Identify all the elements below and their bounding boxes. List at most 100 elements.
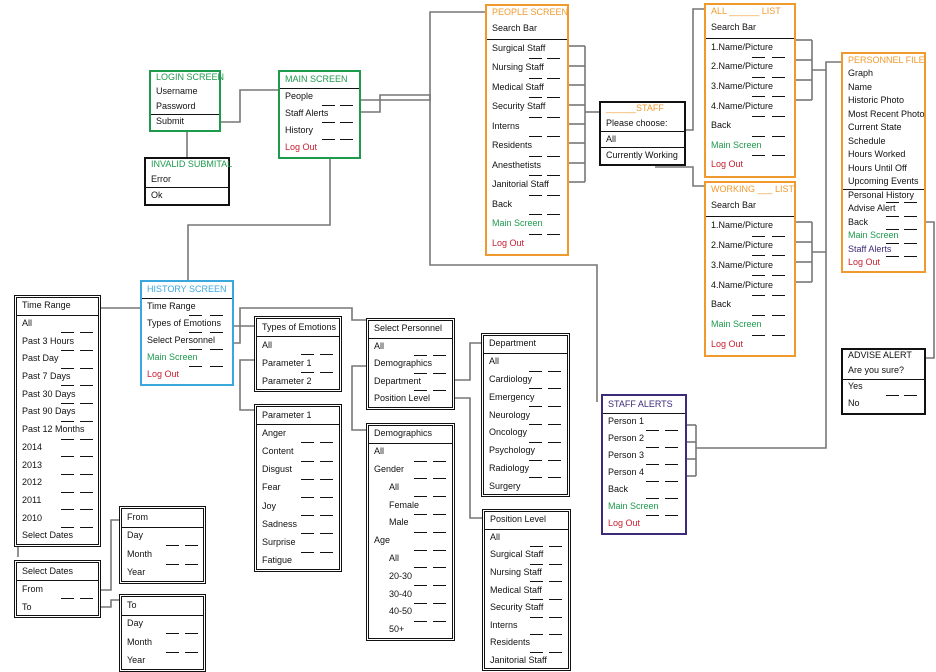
time-range-item[interactable]: Past 90 Days	[17, 404, 98, 422]
main-screen-item[interactable]: Staff Alerts	[280, 106, 359, 123]
working-list-item[interactable]: 1.Name/Picture	[706, 217, 794, 237]
time-range-item[interactable]: Past Day	[17, 351, 98, 369]
personnel-file-item[interactable]: Advise Alert	[843, 203, 924, 217]
working-list-item[interactable]: Log Out	[706, 336, 794, 356]
people-screen-item[interactable]: Surgical Staff	[487, 40, 567, 59]
time-range-item[interactable]: Past 30 Days	[17, 386, 98, 405]
position-level-item[interactable]: Surgical Staff	[485, 547, 568, 565]
login-screen-item[interactable]: Username	[151, 85, 219, 100]
people-screen-item[interactable]: Interns	[487, 118, 567, 137]
people-screen-item[interactable]: Main Screen	[487, 215, 567, 235]
people-screen-item[interactable]: Search Bar	[487, 20, 567, 40]
department-item[interactable]: Emergency	[484, 389, 567, 408]
select-dates-item[interactable]: From	[17, 581, 98, 599]
invalid-submital-item[interactable]: Ok	[146, 188, 228, 204]
people-screen-item[interactable]: Residents	[487, 137, 567, 157]
personnel-file-item[interactable]: Upcoming Events	[843, 176, 924, 190]
people-screen-item[interactable]: Anesthetists	[487, 157, 567, 176]
department-item[interactable]: Surgery	[484, 478, 567, 496]
from-box-item[interactable]: From	[122, 509, 203, 528]
demographics-item[interactable]: All	[369, 551, 452, 569]
to-box-item[interactable]: To	[122, 597, 203, 616]
department-item[interactable]: Psychology	[484, 443, 567, 461]
all-list-item[interactable]: Search Bar	[706, 19, 794, 39]
time-range-item[interactable]: 2012	[17, 475, 98, 493]
demographics-item[interactable]: 40-50	[369, 604, 452, 622]
working-list-item[interactable]: 3.Name/Picture	[706, 256, 794, 277]
types-of-emotions-item[interactable]: All	[257, 337, 339, 355]
staff-alerts-item[interactable]: Back	[603, 482, 685, 499]
staff-alerts-item[interactable]: Person 4	[603, 465, 685, 482]
time-range-item[interactable]: Past 12 Months	[17, 422, 98, 440]
types-of-emotions-item[interactable]: Parameter 2	[257, 373, 339, 391]
time-range-item[interactable]: Select Dates	[17, 528, 98, 546]
all-list-item[interactable]: 3.Name/Picture	[706, 78, 794, 98]
select-dates-item[interactable]: Select Dates	[17, 563, 98, 581]
history-screen-item[interactable]: Select Personnel	[142, 333, 232, 350]
demographics-item[interactable]: 30-40	[369, 586, 452, 604]
all-list-item[interactable]: Back	[706, 117, 794, 137]
history-screen-item[interactable]: Main Screen	[142, 350, 232, 367]
demographics-item[interactable]: Demographics	[369, 426, 452, 444]
parameter-1-item[interactable]: Joy	[257, 498, 339, 517]
staff-alerts-item[interactable]: Person 2	[603, 431, 685, 448]
advise-alert-item[interactable]: Yes	[843, 380, 924, 396]
parameter-1-item[interactable]: Surprise	[257, 534, 339, 553]
parameter-1-item[interactable]: Fear	[257, 480, 339, 498]
advise-alert-item[interactable]: Are you sure?	[843, 363, 924, 380]
select-personnel-item[interactable]: Department	[369, 374, 452, 391]
from-box-item[interactable]: Year	[122, 565, 203, 584]
all-list-item[interactable]: Log Out	[706, 156, 794, 176]
all-list-item[interactable]: 1.Name/Picture	[706, 39, 794, 59]
select-personnel-item[interactable]: Select Personnel	[369, 321, 452, 339]
personnel-file-item[interactable]: Historic Photo	[843, 95, 924, 109]
position-level-item[interactable]: Security Staff	[485, 600, 568, 618]
time-range-item[interactable]: All	[17, 316, 98, 334]
personnel-file-item[interactable]: Graph	[843, 68, 924, 82]
parameter-1-item[interactable]: Fatigue	[257, 553, 339, 571]
personnel-file-item[interactable]: Log Out	[843, 257, 924, 271]
staff-choose-item[interactable]: Currently Working	[601, 148, 684, 164]
from-box-item[interactable]: Day	[122, 528, 203, 546]
demographics-item[interactable]: Age	[369, 533, 452, 551]
position-level-item[interactable]: All	[485, 530, 568, 548]
time-range-item[interactable]: 2011	[17, 493, 98, 511]
personnel-file-item[interactable]: Back	[843, 217, 924, 230]
position-level-item[interactable]: Position Level	[485, 512, 568, 530]
staff-choose-item[interactable]: All	[601, 132, 684, 148]
parameter-1-item[interactable]: Content	[257, 443, 339, 462]
select-dates-item[interactable]: To	[17, 599, 98, 617]
main-screen-item[interactable]: History	[280, 123, 359, 140]
position-level-item[interactable]: Residents	[485, 635, 568, 653]
time-range-item[interactable]: Past 3 Hours	[17, 333, 98, 352]
from-box-item[interactable]: Month	[122, 546, 203, 565]
working-list-item[interactable]: Main Screen	[706, 316, 794, 336]
demographics-item[interactable]: 50+	[369, 622, 452, 640]
select-personnel-item[interactable]: Demographics	[369, 356, 452, 374]
demographics-item[interactable]: Gender	[369, 462, 452, 480]
select-personnel-item[interactable]: Position Level	[369, 391, 452, 409]
staff-alerts-item[interactable]: Log Out	[603, 516, 685, 533]
to-box-item[interactable]: Year	[122, 653, 203, 672]
staff-alerts-item[interactable]: Person 3	[603, 448, 685, 465]
time-range-item[interactable]: 2013	[17, 457, 98, 475]
staff-alerts-item[interactable]: Person 1	[603, 414, 685, 431]
personnel-file-item[interactable]: Current State	[843, 122, 924, 136]
parameter-1-item[interactable]: Parameter 1	[257, 407, 339, 426]
working-list-item[interactable]: Back	[706, 296, 794, 316]
working-list-item[interactable]: 4.Name/Picture	[706, 276, 794, 296]
time-range-item[interactable]: Past 7 Days	[17, 369, 98, 387]
people-screen-item[interactable]: Janitorial Staff	[487, 176, 567, 196]
all-list-item[interactable]: 2.Name/Picture	[706, 58, 794, 78]
personnel-file-item[interactable]: Schedule	[843, 136, 924, 150]
login-screen-item[interactable]: Submit	[151, 115, 219, 130]
people-screen-item[interactable]: Nursing Staff	[487, 59, 567, 79]
history-screen-item[interactable]: Time Range	[142, 299, 232, 316]
main-screen-item[interactable]: People	[280, 89, 359, 106]
people-screen-item[interactable]: Back	[487, 196, 567, 215]
personnel-file-item[interactable]: Hours Worked	[843, 149, 924, 163]
types-of-emotions-item[interactable]: Types of Emotions	[257, 319, 339, 337]
select-personnel-item[interactable]: All	[369, 339, 452, 356]
personnel-file-item[interactable]: Most Recent Photo	[843, 109, 925, 123]
parameter-1-item[interactable]: Sadness	[257, 516, 339, 535]
